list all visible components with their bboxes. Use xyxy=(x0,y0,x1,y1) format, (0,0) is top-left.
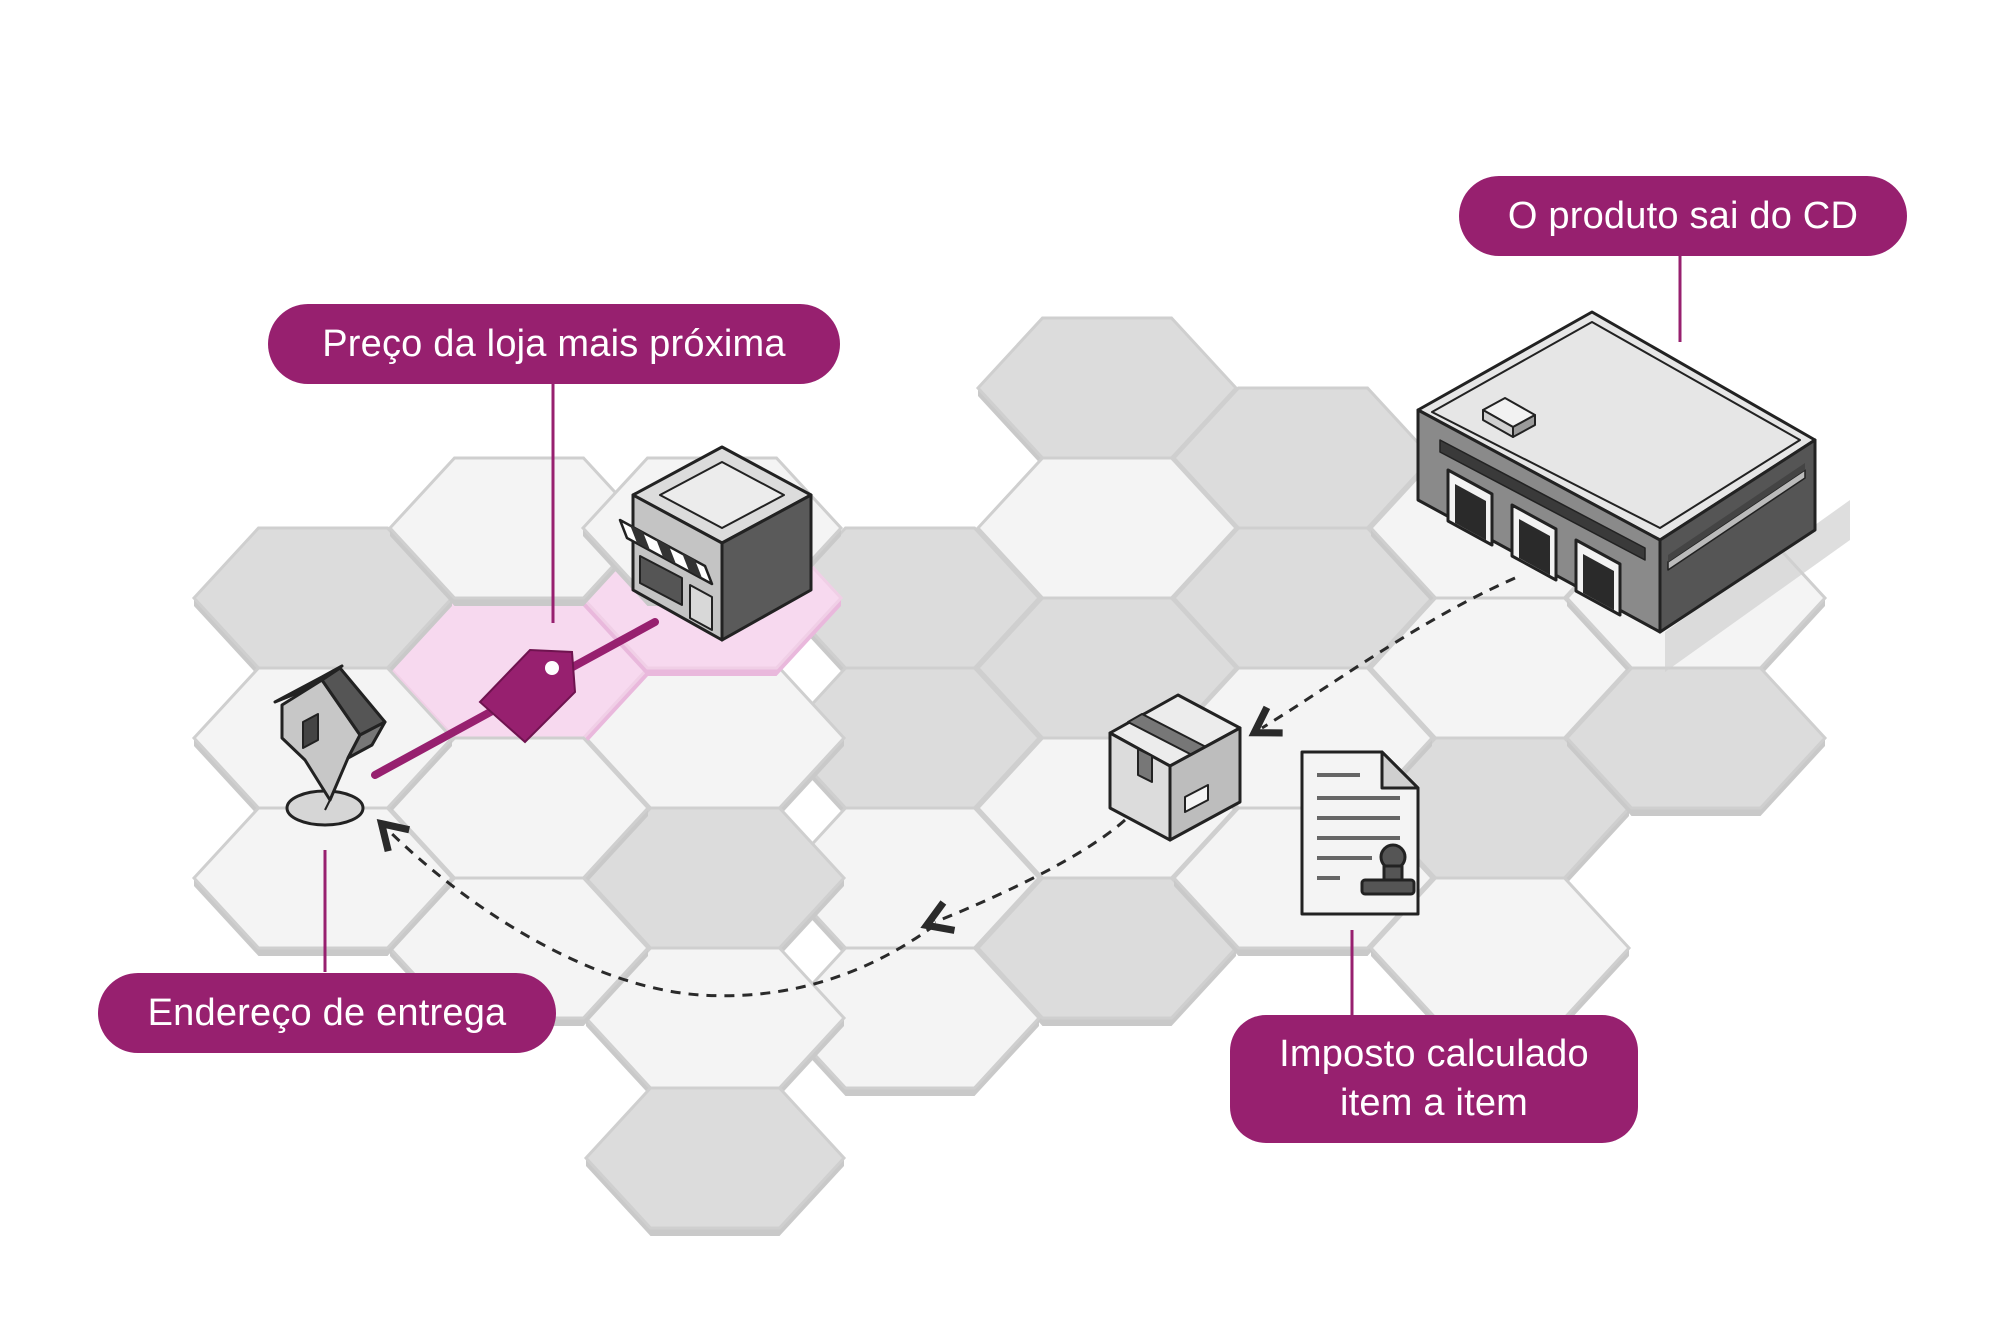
hex-tile xyxy=(1564,666,1828,810)
callout-warehouse-origin: O produto sai do CD xyxy=(1459,176,1907,256)
hex-tile xyxy=(583,1086,847,1230)
callout-store-price: Preço da loja mais próxima xyxy=(268,304,840,384)
callout-tax-line1: Imposto calculado xyxy=(1279,1033,1589,1075)
price-tag-icon xyxy=(478,648,577,744)
route-warehouse-to-package xyxy=(1248,576,1516,737)
callout-warehouse-text: O produto sai do CD xyxy=(1507,194,1859,237)
callout-delivery-text: Endereço de entrega xyxy=(147,991,507,1034)
package-box-icon xyxy=(1108,693,1242,842)
stamped-document-icon xyxy=(1300,750,1420,916)
home-location-pin-icon xyxy=(273,664,387,827)
route-package-to-road xyxy=(920,818,1126,934)
callout-delivery-address: Endereço de entrega xyxy=(98,973,556,1053)
route-road-to-home xyxy=(376,818,936,998)
hex-tile xyxy=(778,946,1042,1090)
store-icon xyxy=(618,445,813,642)
callout-tax: Imposto calculado item a item xyxy=(1230,1015,1638,1143)
warehouse-icon xyxy=(1416,310,1850,672)
callout-tax-line2: item a item xyxy=(1339,1082,1529,1124)
callout-store-price-text: Preço da loja mais próxima xyxy=(322,322,786,365)
hex-grid xyxy=(191,316,1828,1236)
